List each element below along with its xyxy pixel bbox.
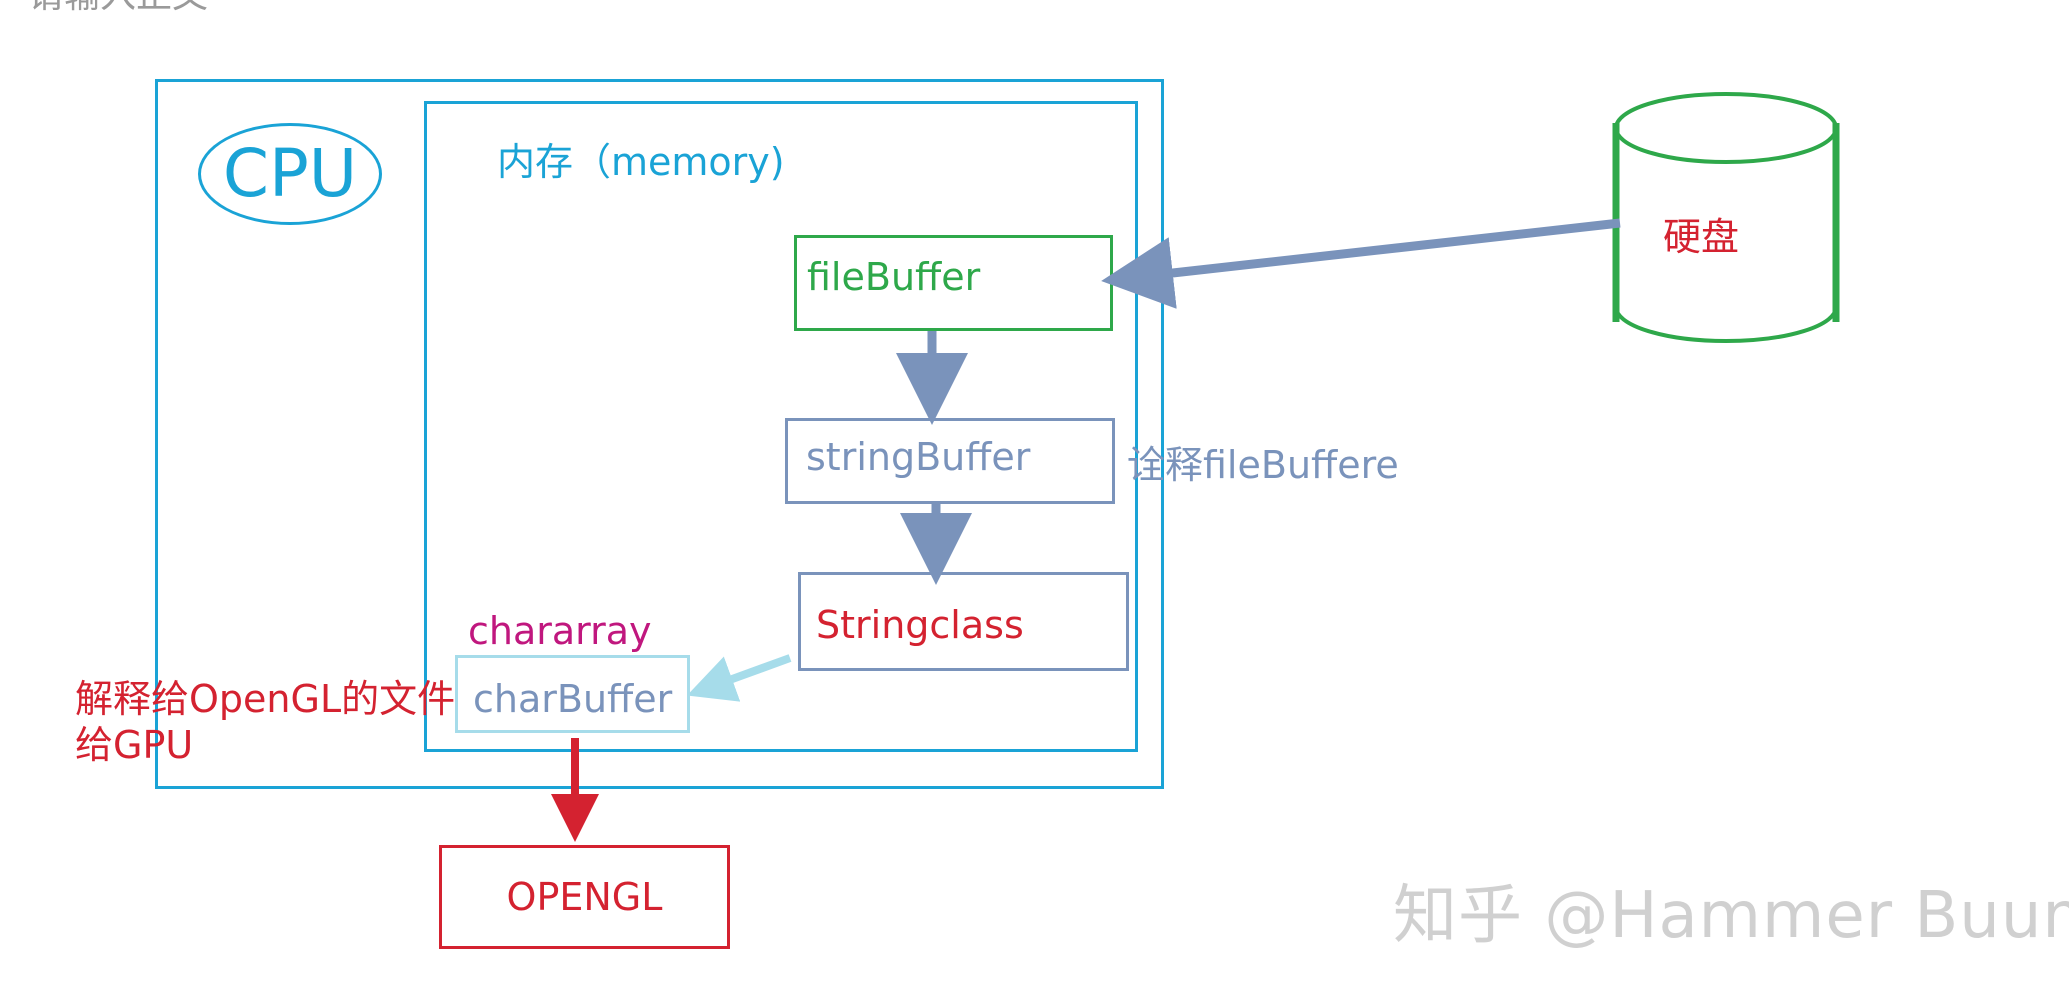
memory-title: 内存（memory)	[497, 140, 785, 184]
opengl-label: OPENGL	[506, 875, 663, 919]
chararray-label: chararray	[468, 609, 652, 653]
watermark: 知乎 @Hammer Buum	[1393, 879, 2069, 953]
filebuffer-label: fileBuffer	[807, 255, 981, 299]
disk-cylinder-icon	[1612, 92, 1840, 343]
cpu-ellipse	[198, 123, 382, 225]
arrow-disk-to-filebuffer	[1101, 218, 1621, 309]
stringbuffer-annotation: 诠释fileBuffere	[1127, 443, 1399, 487]
memory-container	[424, 101, 1138, 752]
gpu-note-line-1: 解释给OpenGL的文件	[75, 677, 456, 721]
opengl-box	[439, 845, 730, 949]
placeholder-text[interactable]: 请输入正文	[28, 0, 208, 14]
gpu-note-line-2: 给GPU	[75, 723, 194, 767]
charbuffer-label: charBuffer	[473, 677, 673, 721]
stringbuffer-label: stringBuffer	[806, 435, 1031, 479]
cpu-container	[155, 79, 1164, 789]
stringclass-label: Stringclass	[816, 603, 1024, 647]
cpu-label: CPU	[222, 135, 358, 212]
arrow-stringclass-to-charbuffer	[686, 654, 792, 702]
disk-label: 硬盘	[1663, 215, 1740, 259]
